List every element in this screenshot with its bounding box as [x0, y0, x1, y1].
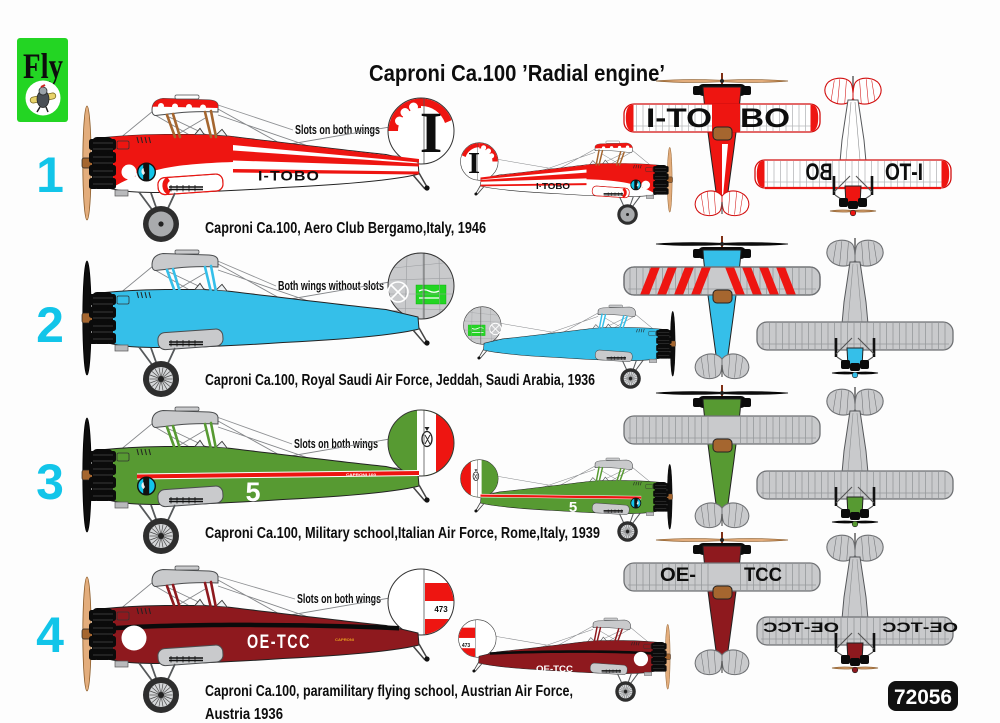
svg-text:Slots on both wings: Slots on both wings: [294, 437, 378, 451]
svg-text:BO: BO: [740, 103, 790, 133]
svg-text:I: I: [468, 145, 480, 180]
svg-text:Slots on both wings: Slots on both wings: [295, 123, 380, 137]
svg-text:I·TOBO: I·TOBO: [536, 181, 570, 191]
svg-text:3: 3: [36, 454, 64, 510]
svg-text:TCC: TCC: [744, 565, 782, 586]
svg-text:Caproni Ca.100, Aero Club Berg: Caproni Ca.100, Aero Club Bergamo,Italy,…: [205, 220, 486, 237]
svg-text:Austria 1936: Austria 1936: [205, 706, 283, 723]
svg-text:OE-TCC: OE-TCC: [247, 632, 311, 653]
svg-text:Slots on both wings: Slots on both wings: [297, 592, 381, 606]
svg-text:Caproni Ca.100 ’Radial engine’: Caproni Ca.100 ’Radial engine’: [369, 60, 665, 86]
svg-text:5: 5: [245, 477, 260, 507]
svg-text:473: 473: [462, 643, 471, 649]
svg-text:1: 1: [36, 147, 64, 203]
svg-text:I: I: [420, 100, 443, 165]
svg-text:OE-TCC: OE-TCC: [882, 619, 958, 635]
svg-text:CAPRONI: CAPRONI: [335, 637, 354, 642]
svg-text:5: 5: [569, 499, 577, 516]
svg-text:473: 473: [434, 605, 448, 614]
svg-text:OE-TCC: OE-TCC: [763, 619, 839, 635]
svg-text:OE-: OE-: [660, 565, 696, 586]
svg-text:Caproni Ca.100, Royal Saudi Ai: Caproni Ca.100, Royal Saudi Air Force, J…: [205, 372, 595, 389]
svg-text:I-TOBO: I-TOBO: [258, 168, 320, 184]
svg-text:OE-TCC: OE-TCC: [536, 664, 573, 675]
svg-text:2: 2: [36, 297, 64, 353]
svg-text:Both wings without slots: Both wings without slots: [278, 279, 384, 293]
svg-text:Caproni Ca.100, Military schoo: Caproni Ca.100, Military school,Italian …: [205, 525, 600, 542]
svg-text:Fly: Fly: [23, 46, 63, 86]
svg-text:4: 4: [36, 607, 64, 663]
svg-text:CAPRONI 100: CAPRONI 100: [346, 472, 377, 477]
svg-text:72056: 72056: [894, 686, 952, 709]
svg-text:BO: BO: [806, 159, 833, 186]
svg-text:I-TO: I-TO: [885, 159, 923, 186]
svg-text:Caproni Ca.100, paramilitary f: Caproni Ca.100, paramilitary flying scho…: [205, 683, 573, 700]
svg-text:I-TO: I-TO: [646, 103, 712, 133]
